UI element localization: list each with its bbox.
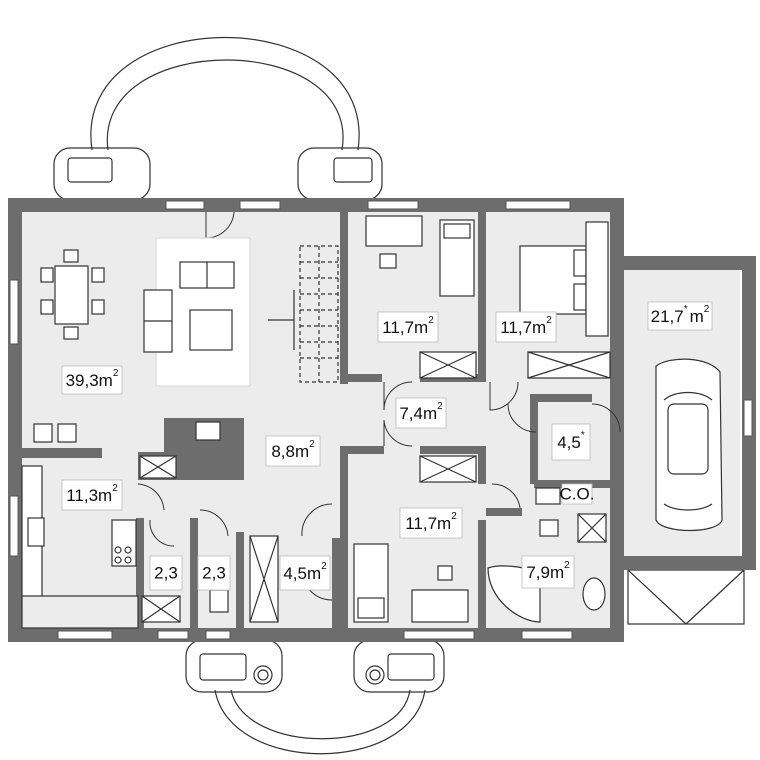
bedroom-2-furniture bbox=[519, 221, 611, 379]
wc-fixtures bbox=[141, 535, 279, 623]
room-label-vestibule: 4,5m2 bbox=[279, 555, 331, 591]
svg-text:39,3m2: 39,3m2 bbox=[66, 368, 119, 390]
room-label-bathroom: 7,9m2 bbox=[521, 555, 575, 589]
svg-text:11,7m2: 11,7m2 bbox=[500, 315, 552, 337]
windows bbox=[9, 200, 753, 640]
svg-text:8,8m2: 8,8m2 bbox=[271, 439, 315, 461]
room-label-bedroom-1: 11,7m2 bbox=[377, 311, 439, 343]
svg-text:7,4m2: 7,4m2 bbox=[399, 401, 443, 423]
svg-text:4,5m2: 4,5m2 bbox=[283, 561, 327, 583]
room-label-bedroom-3: 11,7m2 bbox=[399, 507, 463, 539]
room-label-wc: 2,3 bbox=[197, 555, 231, 591]
terrace-top bbox=[53, 37, 383, 201]
svg-text:11,7m2: 11,7m2 bbox=[382, 315, 434, 337]
svg-text:4,5*: 4,5* bbox=[557, 430, 585, 452]
room-label-pantry: 2,3 bbox=[149, 555, 183, 591]
svg-text:11,7m2: 11,7m2 bbox=[405, 511, 457, 533]
garage-entrance bbox=[627, 569, 745, 625]
svg-text:11,3m2: 11,3m2 bbox=[66, 483, 118, 505]
svg-text:21,7*m2: 21,7*m2 bbox=[651, 304, 710, 326]
boiler-label: C.O. bbox=[560, 483, 595, 505]
terrace-bottom bbox=[185, 639, 445, 755]
room-labels: 39,3m2 11,7m2 11,7m2 21,7*m2 7,4m2 4,5* … bbox=[61, 301, 713, 591]
room-label-kitchen: 11,3m2 bbox=[61, 479, 123, 511]
dining-table bbox=[40, 249, 105, 340]
bedroom-3-furniture bbox=[353, 455, 477, 623]
fireplace bbox=[139, 421, 221, 479]
kitchen-units bbox=[21, 423, 139, 629]
bathroom-fixtures bbox=[487, 487, 607, 623]
staircase bbox=[268, 245, 339, 383]
svg-text:C.O.: C.O. bbox=[560, 485, 595, 504]
svg-text:2,3: 2,3 bbox=[154, 564, 178, 583]
bedroom-1-furniture bbox=[365, 215, 477, 379]
svg-text:2,3: 2,3 bbox=[202, 564, 226, 583]
car bbox=[655, 358, 723, 532]
doors bbox=[137, 211, 621, 601]
svg-text:7,9m2: 7,9m2 bbox=[526, 560, 570, 582]
room-label-garage: 21,7*m2 bbox=[647, 301, 713, 331]
room-label-hall: 7,4m2 bbox=[395, 397, 447, 429]
room-label-corridor: 8,8m2 bbox=[265, 435, 321, 467]
room-label-utility: 4,5* bbox=[551, 423, 591, 461]
room-label-living: 39,3m2 bbox=[61, 365, 123, 395]
living-area bbox=[143, 237, 251, 387]
room-label-bedroom-2: 11,7m2 bbox=[495, 311, 557, 343]
